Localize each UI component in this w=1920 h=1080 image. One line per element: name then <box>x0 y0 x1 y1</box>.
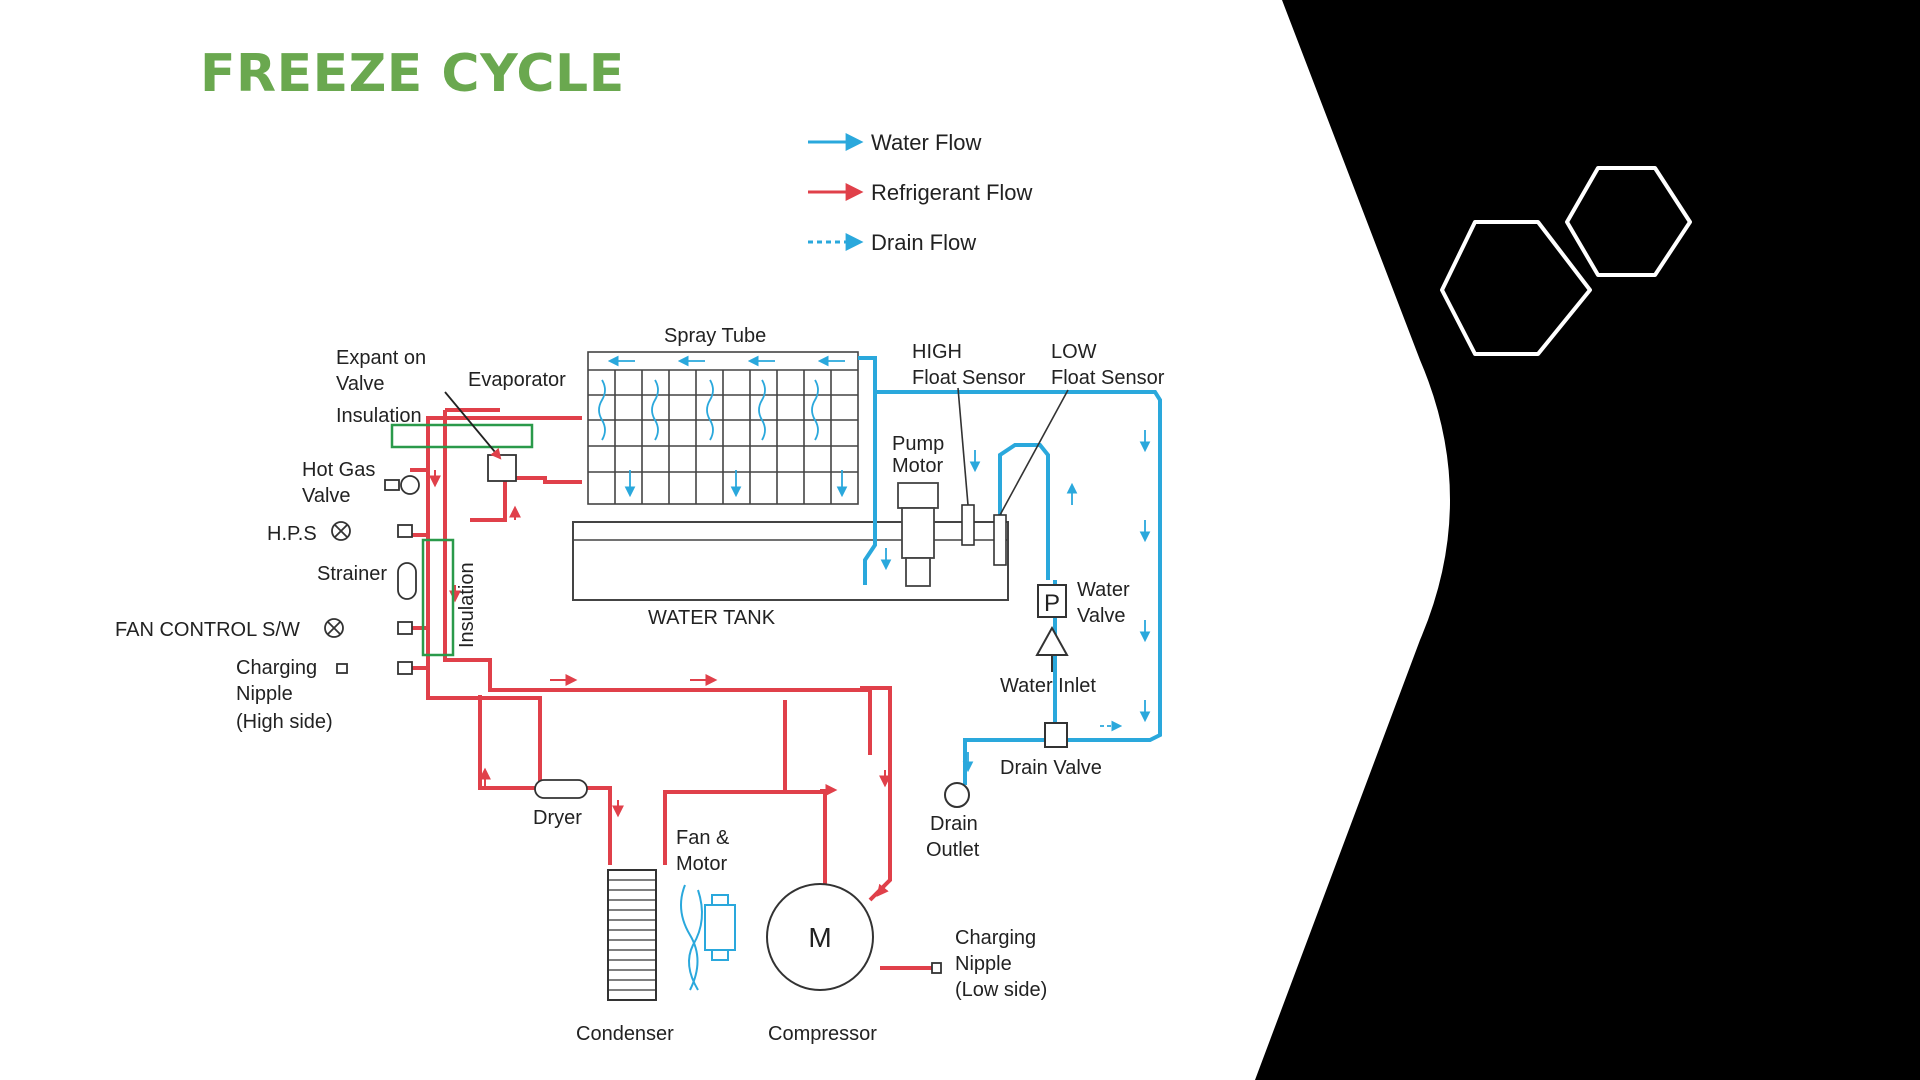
water-arrows <box>880 430 1151 773</box>
legend-drain-flow: Drain Flow <box>871 230 976 255</box>
legend-water-flow: Water Flow <box>871 130 982 155</box>
insulation-box-side <box>421 538 455 657</box>
label-dryer: Dryer <box>533 807 582 829</box>
water-valve-symbol: P <box>1044 590 1060 617</box>
insulation-box-top <box>390 423 534 449</box>
legend: Water Flow Refrigerant Flow Drain Flow <box>808 130 1033 255</box>
label-insulation-top: Insulation <box>336 405 422 427</box>
water-valve <box>1037 584 1067 618</box>
label-hot-gas-1: Hot Gas <box>302 459 375 481</box>
label-expansion-valve-2: Valve <box>336 373 385 395</box>
label-drain-outlet-1: Drain <box>930 813 978 835</box>
condenser <box>607 869 657 1001</box>
label-insulation-side: Insulation <box>456 562 478 648</box>
label-water-inlet: Water Inlet <box>1000 675 1096 697</box>
label-charging-high-2: Nipple <box>236 683 293 705</box>
label-pump-1: Pump <box>892 433 944 455</box>
fan-motor <box>680 884 736 991</box>
label-pump-2: Motor <box>892 455 943 477</box>
label-spray-tube: Spray Tube <box>664 325 766 347</box>
label-water-valve-1: Water <box>1077 579 1130 601</box>
label-evaporator: Evaporator <box>468 369 566 391</box>
compressor <box>766 883 874 991</box>
label-low-float-1: LOW <box>1051 341 1097 363</box>
expansion-valve-pointer <box>444 391 502 460</box>
drain-outlet <box>944 782 970 808</box>
label-charging-low-3: (Low side) <box>955 979 1047 1001</box>
legend-refrigerant-flow: Refrigerant Flow <box>871 180 1033 205</box>
label-water-tank: WATER TANK <box>648 607 776 629</box>
label-fan-control: FAN CONTROL S/W <box>115 619 300 641</box>
label-charging-low-2: Nipple <box>955 953 1012 975</box>
label-drain-valve: Drain Valve <box>1000 757 1102 779</box>
charging-nipple-low <box>931 962 942 974</box>
water-tank <box>572 521 1009 601</box>
label-charging-low-1: Charging <box>955 927 1036 949</box>
label-charging-high-3: (High side) <box>236 711 333 733</box>
label-expansion-valve-1: Expant on <box>336 347 426 369</box>
hexagon-icon <box>1565 166 1692 277</box>
spray-tube-arrows <box>598 355 848 498</box>
left-components <box>324 454 588 799</box>
drain-valve <box>1044 722 1068 748</box>
black-panel <box>1255 0 1920 1080</box>
label-compressor: Compressor <box>768 1023 877 1045</box>
label-drain-outlet-2: Outlet <box>926 839 980 861</box>
label-water-valve-2: Valve <box>1077 605 1126 627</box>
label-low-float-2: Float Sensor <box>1051 367 1165 389</box>
water-inlet-icon <box>1035 625 1069 656</box>
hexagon-icon <box>1440 220 1592 356</box>
label-high-float-1: HIGH <box>912 341 962 363</box>
refrigerant-arrows <box>429 470 891 897</box>
label-hps: H.P.S <box>267 523 317 545</box>
pump-motor <box>897 482 939 587</box>
compressor-symbol: M <box>808 922 831 953</box>
switch-icons <box>327 524 348 635</box>
label-fan-motor-1: Fan & <box>676 827 730 849</box>
float-sensors <box>957 387 1069 566</box>
evaporator <box>587 351 859 505</box>
label-high-float-2: Float Sensor <box>912 367 1026 389</box>
label-strainer: Strainer <box>317 563 387 585</box>
label-charging-high-1: Charging <box>236 657 317 679</box>
slide-title: FREEZE CYCLE <box>200 44 625 104</box>
label-condenser: Condenser <box>576 1023 674 1045</box>
label-hot-gas-2: Valve <box>302 485 351 507</box>
label-fan-motor-2: Motor <box>676 853 727 875</box>
